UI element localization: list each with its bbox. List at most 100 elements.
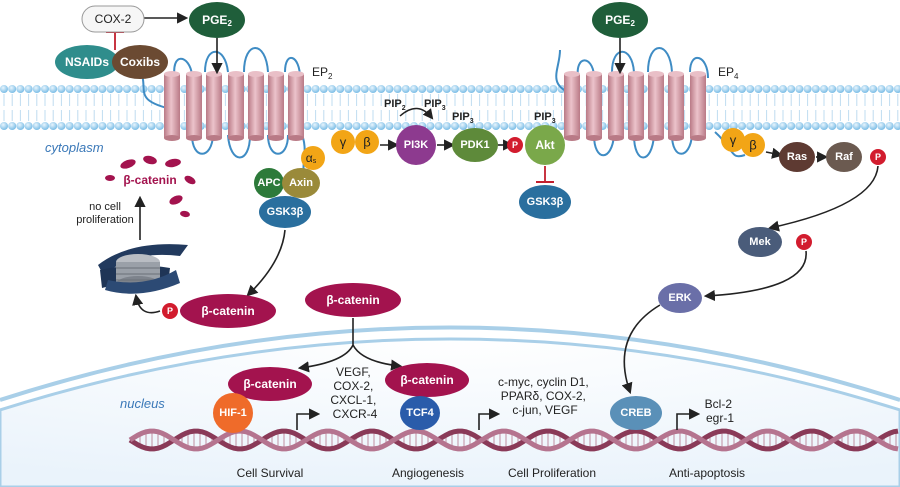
with-tcf-catenin-node: β-catenin xyxy=(385,363,469,397)
pip3-label-b: PIP3 xyxy=(452,111,474,125)
svg-text:NSAIDs: NSAIDs xyxy=(65,55,109,69)
svg-text:TCF4: TCF4 xyxy=(406,407,434,419)
degraded-catenin-label: β-catenin xyxy=(123,173,176,187)
g-beta-node: β xyxy=(355,130,379,154)
svg-text:β-catenin: β-catenin xyxy=(326,293,379,307)
nucleus-label: nucleus xyxy=(120,396,165,411)
svg-text:γ: γ xyxy=(340,135,347,150)
svg-text:PI3K: PI3K xyxy=(404,139,429,151)
svg-text:CREB: CREB xyxy=(620,407,651,419)
svg-text:PGE2: PGE2 xyxy=(605,13,635,28)
mek-node: Mek xyxy=(738,227,782,257)
arrow-hif-genes xyxy=(296,408,321,430)
svg-text:β: β xyxy=(749,138,756,153)
tcf4-node: TCF4 xyxy=(400,396,440,430)
tcf-gene-list: c-myc, cyclin D1, PPARδ, COX-2, c-jun, V… xyxy=(498,375,592,417)
pdk1-node: PDK1 xyxy=(452,128,498,162)
mek-phospho-node: P xyxy=(796,234,812,250)
svg-text:αs: αs xyxy=(306,151,317,165)
svg-text:Akt: Akt xyxy=(535,138,554,152)
svg-text:GSK3β: GSK3β xyxy=(527,196,564,208)
pip2-label: PIP2 xyxy=(384,98,406,112)
svg-text:Axin: Axin xyxy=(289,177,313,189)
outcome-cell-survival: Cell Survival xyxy=(237,466,304,480)
arrow-erk-creb xyxy=(621,304,661,395)
pge2-node: PGE2 xyxy=(189,2,245,38)
svg-text:PGE2: PGE2 xyxy=(202,13,232,28)
svg-text:P: P xyxy=(801,237,807,247)
ep2-extracellular-loops xyxy=(173,47,301,81)
raf-phospho-node: P xyxy=(870,149,886,165)
apc-node: APC xyxy=(254,168,284,198)
hif1-node: HIF-1 xyxy=(213,393,253,433)
gsk3b-node: GSK3β xyxy=(259,196,311,228)
ep4-extracellular-loops xyxy=(576,47,709,79)
nuclear-envelope-outer xyxy=(0,325,900,402)
svg-text:Mek: Mek xyxy=(749,236,771,248)
svg-text:HIF-1: HIF-1 xyxy=(219,407,247,419)
svg-text:ERK: ERK xyxy=(668,292,691,304)
svg-text:GSK3β: GSK3β xyxy=(267,206,304,218)
outcome-anti-apoptosis: Anti-apoptosis xyxy=(669,466,745,480)
svg-text:β-catenin: β-catenin xyxy=(243,377,296,391)
no-proliferation-line1: no cell xyxy=(89,201,121,213)
raf-node: Raf xyxy=(826,142,862,172)
svg-text:P: P xyxy=(167,306,173,316)
cytoplasm-label: cytoplasm xyxy=(45,140,104,155)
arrow-raf-mek xyxy=(767,165,879,232)
pi3k-node: PI3K xyxy=(396,125,436,165)
ras-node: Ras xyxy=(779,142,815,172)
receptor-helices xyxy=(164,71,706,141)
erk-node: ERK xyxy=(658,283,702,313)
akt-phospho-node: P xyxy=(507,137,523,153)
akt-node: Akt xyxy=(525,125,565,165)
with-hif-catenin-node: β-catenin xyxy=(228,367,312,401)
hif-gene-list: VEGF, COX-2, CXCL-1, CXCR-4 xyxy=(330,365,379,421)
svg-text:P: P xyxy=(512,140,518,150)
arrow-gsk-catenin xyxy=(246,229,286,297)
arrow-gbg-ras xyxy=(765,147,784,159)
gsk3b-inhibited-node: GSK3β xyxy=(519,185,571,219)
arrow-pip2-pip3 xyxy=(399,107,434,120)
arrow-catenin-tcf xyxy=(352,344,403,371)
svg-text:β: β xyxy=(363,135,370,150)
g-gamma-node: γ xyxy=(331,130,355,154)
svg-text:COX-2: COX-2 xyxy=(95,12,132,26)
svg-text:Coxibs: Coxibs xyxy=(120,55,160,69)
g-gamma-right-node: γ xyxy=(721,128,745,152)
svg-text:P: P xyxy=(875,152,881,162)
creb-node: CREB xyxy=(610,396,662,430)
proteasome xyxy=(98,244,188,294)
cytosolic-catenin-node: β-catenin xyxy=(305,283,401,317)
pip3-label-c: PIP3 xyxy=(534,111,556,125)
svg-text:APC: APC xyxy=(257,177,280,189)
svg-text:γ: γ xyxy=(730,133,737,148)
g-beta-right-node: β xyxy=(741,133,765,157)
arrow-creb-genes xyxy=(676,408,701,430)
ep4-intracellular-loops xyxy=(593,131,746,159)
axin-node: Axin xyxy=(282,168,320,198)
degraded-catenin-fragments xyxy=(105,155,196,218)
svg-text:Ras: Ras xyxy=(787,151,807,163)
cox2-node: COX-2 xyxy=(81,5,145,33)
g-alpha-node: αs xyxy=(301,146,325,170)
phospho-catenin-node: β-catenin xyxy=(180,294,276,328)
pge2-right-node: PGE2 xyxy=(592,2,648,38)
ep2-intracellular-loops xyxy=(191,129,306,176)
ep4-label: EP4 xyxy=(718,65,739,81)
ep2-label: EP2 xyxy=(312,65,333,81)
arrow-mek-erk xyxy=(703,250,807,302)
dna-helix xyxy=(128,428,899,452)
nsaids-node: NSAIDs xyxy=(55,45,119,79)
svg-text:Raf: Raf xyxy=(835,151,853,163)
catenin-phospho-node: P xyxy=(162,303,178,319)
outcome-cell-proliferation: Cell Proliferation xyxy=(508,466,596,480)
svg-text:β-catenin: β-catenin xyxy=(400,373,453,387)
coxibs-node: Coxibs xyxy=(112,45,168,79)
svg-text:PDK1: PDK1 xyxy=(460,139,489,151)
no-proliferation-line2: proliferation xyxy=(76,214,133,226)
pip3-label-a: PIP3 xyxy=(424,98,446,112)
svg-text:β-catenin: β-catenin xyxy=(201,304,254,318)
